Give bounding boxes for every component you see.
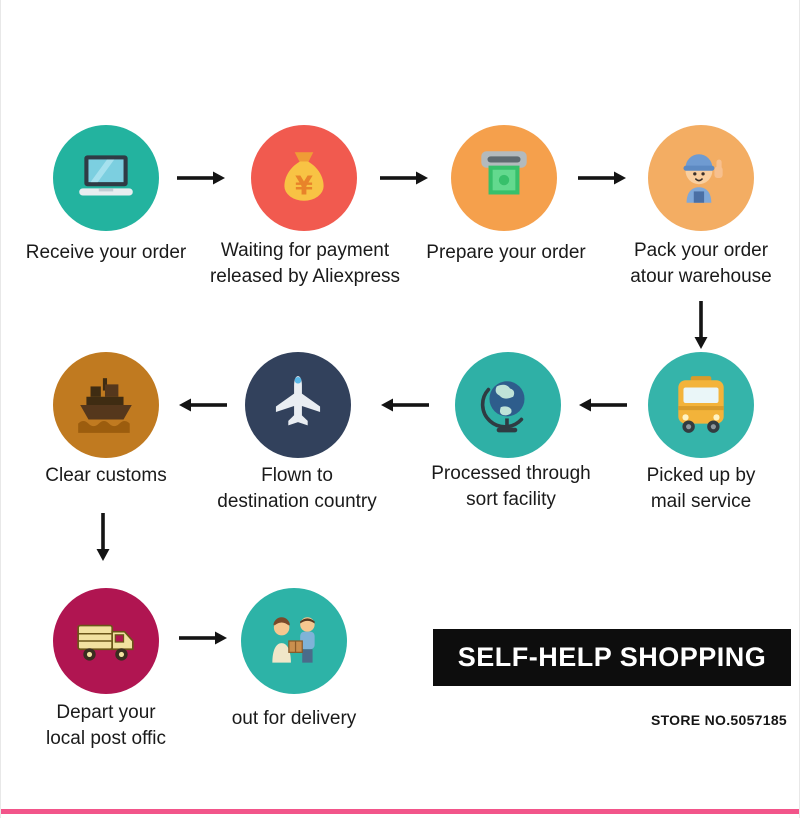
step-circle-sort-facility [455,352,561,458]
warehouse-worker-icon [683,154,723,203]
mail-bus-icon [678,376,724,433]
delivery-truck-icon [77,624,134,661]
step-label-clear-customs: Clear customs [45,465,167,486]
step-circle-prepare-order [451,125,557,231]
store-number-label: STORE NO.5057185 [650,712,787,728]
step-label-waiting-payment: Waiting for payment released by Aliexpre… [209,240,401,288]
laptop-icon [79,155,133,196]
globe-icon [480,381,525,433]
arrow-down-icon [96,513,110,561]
step-label-depart-post: Depart your local post offic [45,702,167,750]
airplane-icon [275,376,321,426]
step-label-receive-order: Receive your order [25,242,187,263]
atm-payment-icon [481,151,527,195]
money-bag-icon: ¥ [284,152,324,202]
step-label-picked-up: Picked up by mail service [646,465,756,513]
svg-text:¥: ¥ [295,172,313,202]
arrow-right-icon [578,171,626,185]
step-label-pack-order: Pack your order atour warehouse [630,240,772,288]
arrow-right-icon [380,171,428,185]
cargo-ship-icon [78,378,132,433]
arrow-right-icon [179,631,227,645]
step-circle-flown [245,352,351,458]
step-circle-waiting-payment: ¥ [251,125,357,231]
step-label-out-for-delivery: out for delivery [231,708,357,729]
handoff-delivery-icon [272,617,315,663]
step-circle-clear-customs [53,352,159,458]
step-circle-picked-up [648,352,754,458]
arrow-right-icon [177,171,225,185]
step-label-prepare-order: Prepare your order [426,242,586,263]
banner: SELF-HELP SHOPPING [433,629,791,686]
arrow-left-icon [179,398,227,412]
step-circle-pack-order [648,125,754,231]
step-label-sort-facility: Processed through sort facility [431,463,591,511]
arrow-down-icon [694,301,708,349]
step-label-flown: Flown to destination country [217,465,377,513]
arrow-left-icon [381,398,429,412]
step-circle-receive-order [53,125,159,231]
step-circle-out-for-delivery [241,588,347,694]
bottom-accent-line [1,809,799,814]
step-circle-depart-post [53,588,159,694]
arrow-left-icon [579,398,627,412]
